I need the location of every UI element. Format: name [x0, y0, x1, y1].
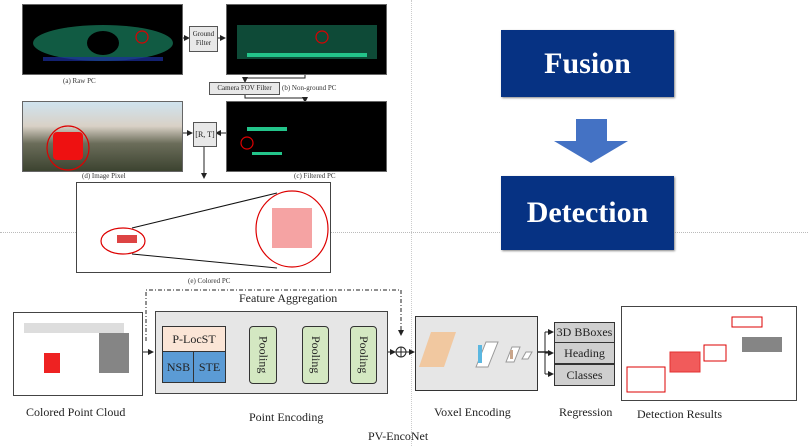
p-locst-label: P-LocST: [172, 332, 216, 346]
non-ground-caption: (b) Non-ground PC: [282, 84, 337, 92]
feature-aggregation-label: Feature Aggregation: [239, 291, 338, 305]
pooling-label-3: Pooling: [357, 336, 371, 374]
detection-results-label: Detection Results: [637, 407, 722, 421]
colored-point-cloud-label: Colored Point Cloud: [26, 405, 126, 419]
ste-block: STE: [193, 351, 226, 383]
detection-label: Detection: [526, 196, 649, 229]
fusion-label: Fusion: [544, 46, 631, 80]
non-ground-pc-image: [226, 4, 387, 75]
regression-label: Regression: [559, 405, 613, 419]
nsb-label: NSB: [166, 359, 191, 374]
raw-pc-caption: (a) Raw PC: [63, 77, 96, 85]
guide-line-vertical: [411, 0, 412, 446]
camera-fov-filter-label: Camera FOV Filter: [217, 84, 272, 92]
pooling-label-2: Pooling: [309, 336, 323, 374]
image-pixel-caption: (d) Image Pixel: [82, 172, 126, 180]
ground-filter-label: Ground Filter: [192, 30, 215, 47]
rt-transform-box: [R, T]: [193, 122, 217, 147]
regression-output-heading: Heading: [554, 342, 615, 364]
regression-output-label: Heading: [564, 345, 605, 360]
pooling-label-1: Pooling: [256, 336, 271, 374]
fusion-box: Fusion: [501, 30, 674, 97]
regression-output-3d-bboxes: 3D BBoxes: [554, 322, 615, 343]
arrow-fov-to-filtered: [244, 95, 308, 103]
colored-pc-image: [76, 182, 331, 273]
colored-pc-caption: (e) Colored PC: [188, 277, 231, 285]
arrow-nonground-to-fov: [242, 73, 306, 83]
ste-label: STE: [198, 359, 221, 374]
regression-output-label: Classes: [566, 367, 603, 382]
camera-fov-filter-box: Camera FOV Filter: [209, 82, 280, 95]
detection-results-image: [621, 306, 797, 401]
regression-output-classes: Classes: [554, 364, 615, 386]
guide-line-horizontal: [0, 232, 808, 233]
nsb-block: NSB: [162, 351, 195, 383]
voxel-encoding-label: Voxel Encoding: [434, 405, 511, 419]
network-name-label: PV-EncoNet: [368, 429, 429, 443]
image-pixel-photo: [22, 101, 183, 172]
ground-filter-box: Ground Filter: [189, 26, 218, 52]
down-arrow-icon: [554, 119, 628, 163]
voxel-encoding-block: [415, 316, 538, 391]
p-locst-block: P-LocST: [162, 326, 226, 353]
rt-label: [R, T]: [195, 130, 215, 139]
point-encoding-label: Point Encoding: [249, 410, 324, 424]
detection-box: Detection: [501, 176, 674, 250]
regression-output-label: 3D BBoxes: [556, 325, 613, 339]
filtered-pc-image: [226, 101, 387, 172]
filtered-pc-caption: (c) Filtered PC: [294, 172, 336, 180]
colored-point-cloud-image: [13, 312, 143, 396]
pooling-block-1: Pooling: [249, 326, 277, 384]
pooling-block-3: Pooling: [350, 326, 377, 384]
pooling-block-2: Pooling: [302, 326, 329, 384]
raw-pc-image: [22, 4, 183, 75]
